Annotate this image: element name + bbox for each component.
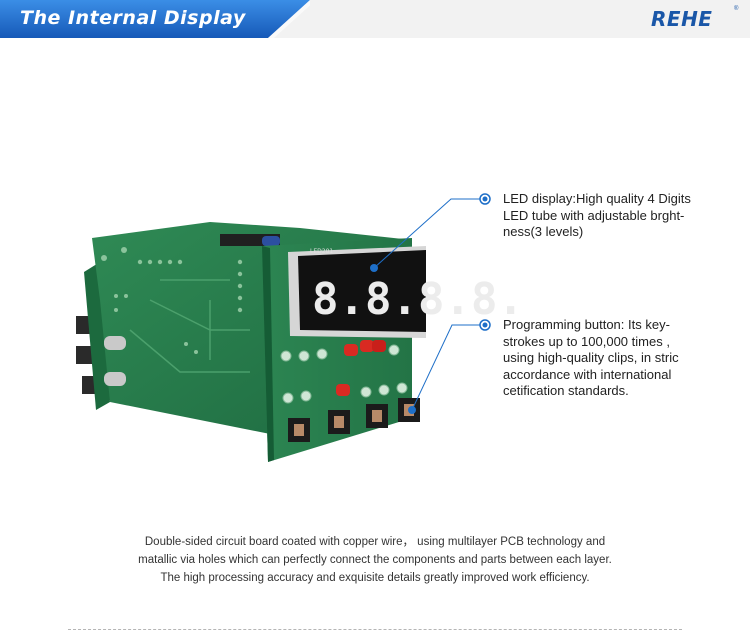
caption-line: Double-sided circuit board coated with c… [144, 536, 606, 548]
rear-pcb-traces [129, 279, 250, 373]
front-pcb-pads [280, 344, 408, 404]
callout-line: using high-quality clips, in stric [503, 350, 679, 365]
registered-mark: ® [734, 6, 739, 12]
caption-line: The high processing accuracy and exquisi… [160, 572, 590, 584]
led-digits: 8.8.8.8. [312, 274, 524, 325]
brand-logo: REHE [651, 7, 713, 31]
callout-leaders [373, 198, 485, 411]
board-label: LED201 [310, 248, 333, 255]
page-title: The Internal Display [20, 7, 246, 29]
callout-line: ness(3 levels) [503, 224, 584, 239]
dotted-divider [68, 629, 682, 630]
callout-line: LED display:High quality 4 Digits [503, 191, 691, 206]
crystal-component [104, 336, 126, 350]
callout-line: LED tube with adjustable brght- [503, 207, 685, 223]
callout-line: cetification standards. [503, 383, 629, 398]
callout-led-display: LED display:High quality 4 Digits LED tu… [503, 191, 691, 241]
callout-programming-button: Programming button: Its key- strokes up … [503, 317, 679, 400]
led-display: 8.8.8.8. LED201 [288, 246, 524, 338]
controller-board-photo: 8.8.8.8. LED201 [76, 193, 524, 462]
crystal-component [104, 372, 126, 386]
rear-pcb-edge [84, 262, 110, 410]
description-caption: Double-sided circuit board coated with c… [0, 533, 750, 587]
callout-line: accordance with international [503, 366, 672, 382]
capacitor-component [262, 236, 280, 246]
callout-dots [370, 193, 491, 414]
indicator-leds [336, 340, 386, 396]
caption-line: matallic via holes which can perfectly c… [138, 554, 612, 566]
front-pcb-edge [262, 246, 274, 462]
callout-line: strokes up to 100,000 times , [503, 333, 670, 349]
rear-pcb-details [101, 247, 243, 354]
callout-line: Programming button: Its key- [503, 317, 670, 332]
title-banner [0, 0, 310, 38]
